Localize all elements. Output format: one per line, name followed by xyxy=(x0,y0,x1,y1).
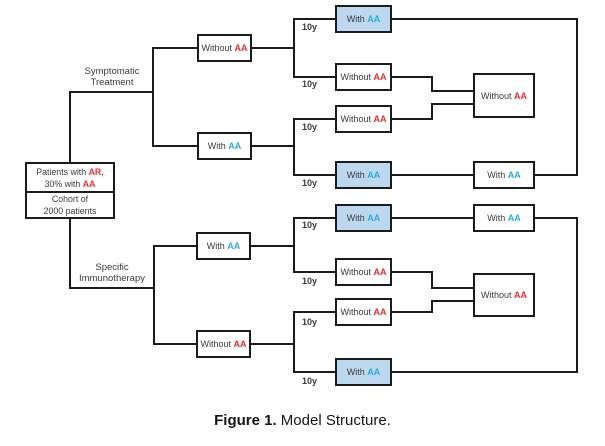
branch-label-symptomatic-treatment: Symptomatic Treatment xyxy=(62,66,162,88)
node-label-prefix: With xyxy=(207,141,229,151)
node-label-prefix: Without xyxy=(340,72,374,82)
node-outcome-7-without-aa: Without AA xyxy=(335,298,392,326)
node-label-prefix: With xyxy=(346,367,368,377)
node-final-upper-without-aa: Without AA xyxy=(473,73,535,118)
edge-outcome3-to-final-without xyxy=(392,103,473,120)
aa-highlight: AA xyxy=(507,170,521,180)
edge-outcome7-to-final-without xyxy=(392,300,473,313)
branch-label-line: Immunotherapy xyxy=(78,273,145,284)
root-line-1: Patients with AR, xyxy=(36,166,104,177)
cycle-length-label: 10y xyxy=(302,376,318,386)
edge-treat-with-split xyxy=(252,118,335,176)
cycle-length-label: 10y xyxy=(302,276,318,286)
node-final-upper-with-aa: With AA xyxy=(473,161,535,189)
node-outcome-5-with-aa: With AA xyxy=(335,204,392,232)
node-label-prefix: With xyxy=(487,170,508,180)
branch-label-line: Specific xyxy=(95,262,129,273)
edge-outcome8-to-final-with xyxy=(392,217,578,373)
aa-highlight: AA xyxy=(227,241,241,251)
edge-root-to-symptomatic xyxy=(69,91,153,162)
node-outcome-3-without-aa: Without AA xyxy=(335,105,392,133)
node-root-cohort: Patients with AR, 30% with AA Cohort of … xyxy=(25,162,115,219)
cycle-length-label: 10y xyxy=(302,122,318,132)
aa-highlight: AA xyxy=(514,90,527,101)
branch-label-line: Symptomatic xyxy=(84,66,140,77)
aa-highlight: AA xyxy=(373,307,387,317)
cycle-length-label: 10y xyxy=(302,220,318,230)
aa-highlight: AA xyxy=(234,43,248,53)
edge-root-to-immunotherapy xyxy=(69,218,154,289)
edge-outcome1-to-final-with xyxy=(392,18,578,176)
root-line-4: 2000 patients xyxy=(43,206,97,216)
connector-lines xyxy=(69,18,578,373)
node-outcome-4-with-aa: With AA xyxy=(335,161,392,189)
aa-highlight: AA xyxy=(228,141,242,151)
edge-symptomatic-split xyxy=(152,47,197,147)
node-label-prefix: With xyxy=(487,213,508,223)
node-treatment-with-aa: With AA xyxy=(197,132,252,160)
node-immunotherapy-with-aa: With AA xyxy=(196,232,251,260)
node-final-lower-with-aa: With AA xyxy=(473,204,535,232)
node-label-prefix: Without xyxy=(201,43,235,53)
ar-highlight: AR, xyxy=(88,166,104,177)
node-outcome-2-without-aa: Without AA xyxy=(335,63,392,91)
node-label-prefix: Without xyxy=(340,267,374,277)
aa-highlight: AA xyxy=(367,14,381,24)
node-label-prefix: Without xyxy=(340,307,374,317)
root-line-3: Cohort of xyxy=(51,194,89,204)
root-line-2: 30% with AA xyxy=(44,178,96,189)
cycle-length-label: 10y xyxy=(302,79,318,89)
aa-highlight: AA xyxy=(233,339,247,349)
node-label-prefix: With xyxy=(346,170,368,180)
node-treatment-without-aa: Without AA xyxy=(197,34,252,62)
cycle-length-label: 10y xyxy=(302,178,318,188)
node-immunotherapy-without-aa: Without AA xyxy=(196,330,251,358)
cycle-length-label: 10y xyxy=(302,317,318,327)
aa-highlight: AA xyxy=(373,267,387,277)
edge-treat-without-split xyxy=(252,18,335,78)
aa-highlight: AA xyxy=(507,213,521,223)
node-label-prefix: With xyxy=(206,241,228,251)
edge-immunotherapy-split xyxy=(153,245,196,345)
figure-caption-label: Figure 1. xyxy=(214,412,277,429)
node-label-prefix: With xyxy=(346,213,368,223)
node-outcome-1-with-aa: With AA xyxy=(335,5,392,33)
aa-highlight: AA xyxy=(82,178,96,189)
figure-caption-title: Model Structure. xyxy=(276,412,391,429)
root-cohort-cell: Cohort of 2000 patients xyxy=(27,193,113,217)
node-label-prefix: Without xyxy=(340,114,374,124)
root-population-cell: Patients with AR, 30% with AA xyxy=(27,164,113,193)
figure-caption: Figure 1. Model Structure. xyxy=(0,412,605,429)
cycle-length-label: 10y xyxy=(302,22,318,32)
node-outcome-6-without-aa: Without AA xyxy=(335,258,392,286)
aa-highlight: AA xyxy=(514,290,527,300)
edge-immuno-with-split xyxy=(251,217,335,273)
aa-highlight: AA xyxy=(367,170,381,180)
node-label-prefix: Without xyxy=(480,290,514,300)
aa-highlight: AA xyxy=(367,213,381,223)
edge-immuno-without-split xyxy=(251,311,335,373)
node-label-prefix: Without xyxy=(200,339,234,349)
aa-highlight: AA xyxy=(373,114,387,124)
edge-outcome6-to-final-without xyxy=(392,271,473,289)
node-outcome-8-with-aa: With AA xyxy=(335,358,392,386)
branch-label-line: Treatment xyxy=(90,77,134,88)
branch-label-specific-immunotherapy: Specific Immunotherapy xyxy=(62,262,162,284)
edge-outcome2-to-final-without xyxy=(392,76,473,92)
aa-highlight: AA xyxy=(367,367,381,377)
aa-highlight: AA xyxy=(373,72,387,82)
node-label-prefix: Without xyxy=(480,90,514,101)
node-final-lower-without-aa: Without AA xyxy=(473,273,535,317)
node-label-prefix: With xyxy=(346,14,368,24)
